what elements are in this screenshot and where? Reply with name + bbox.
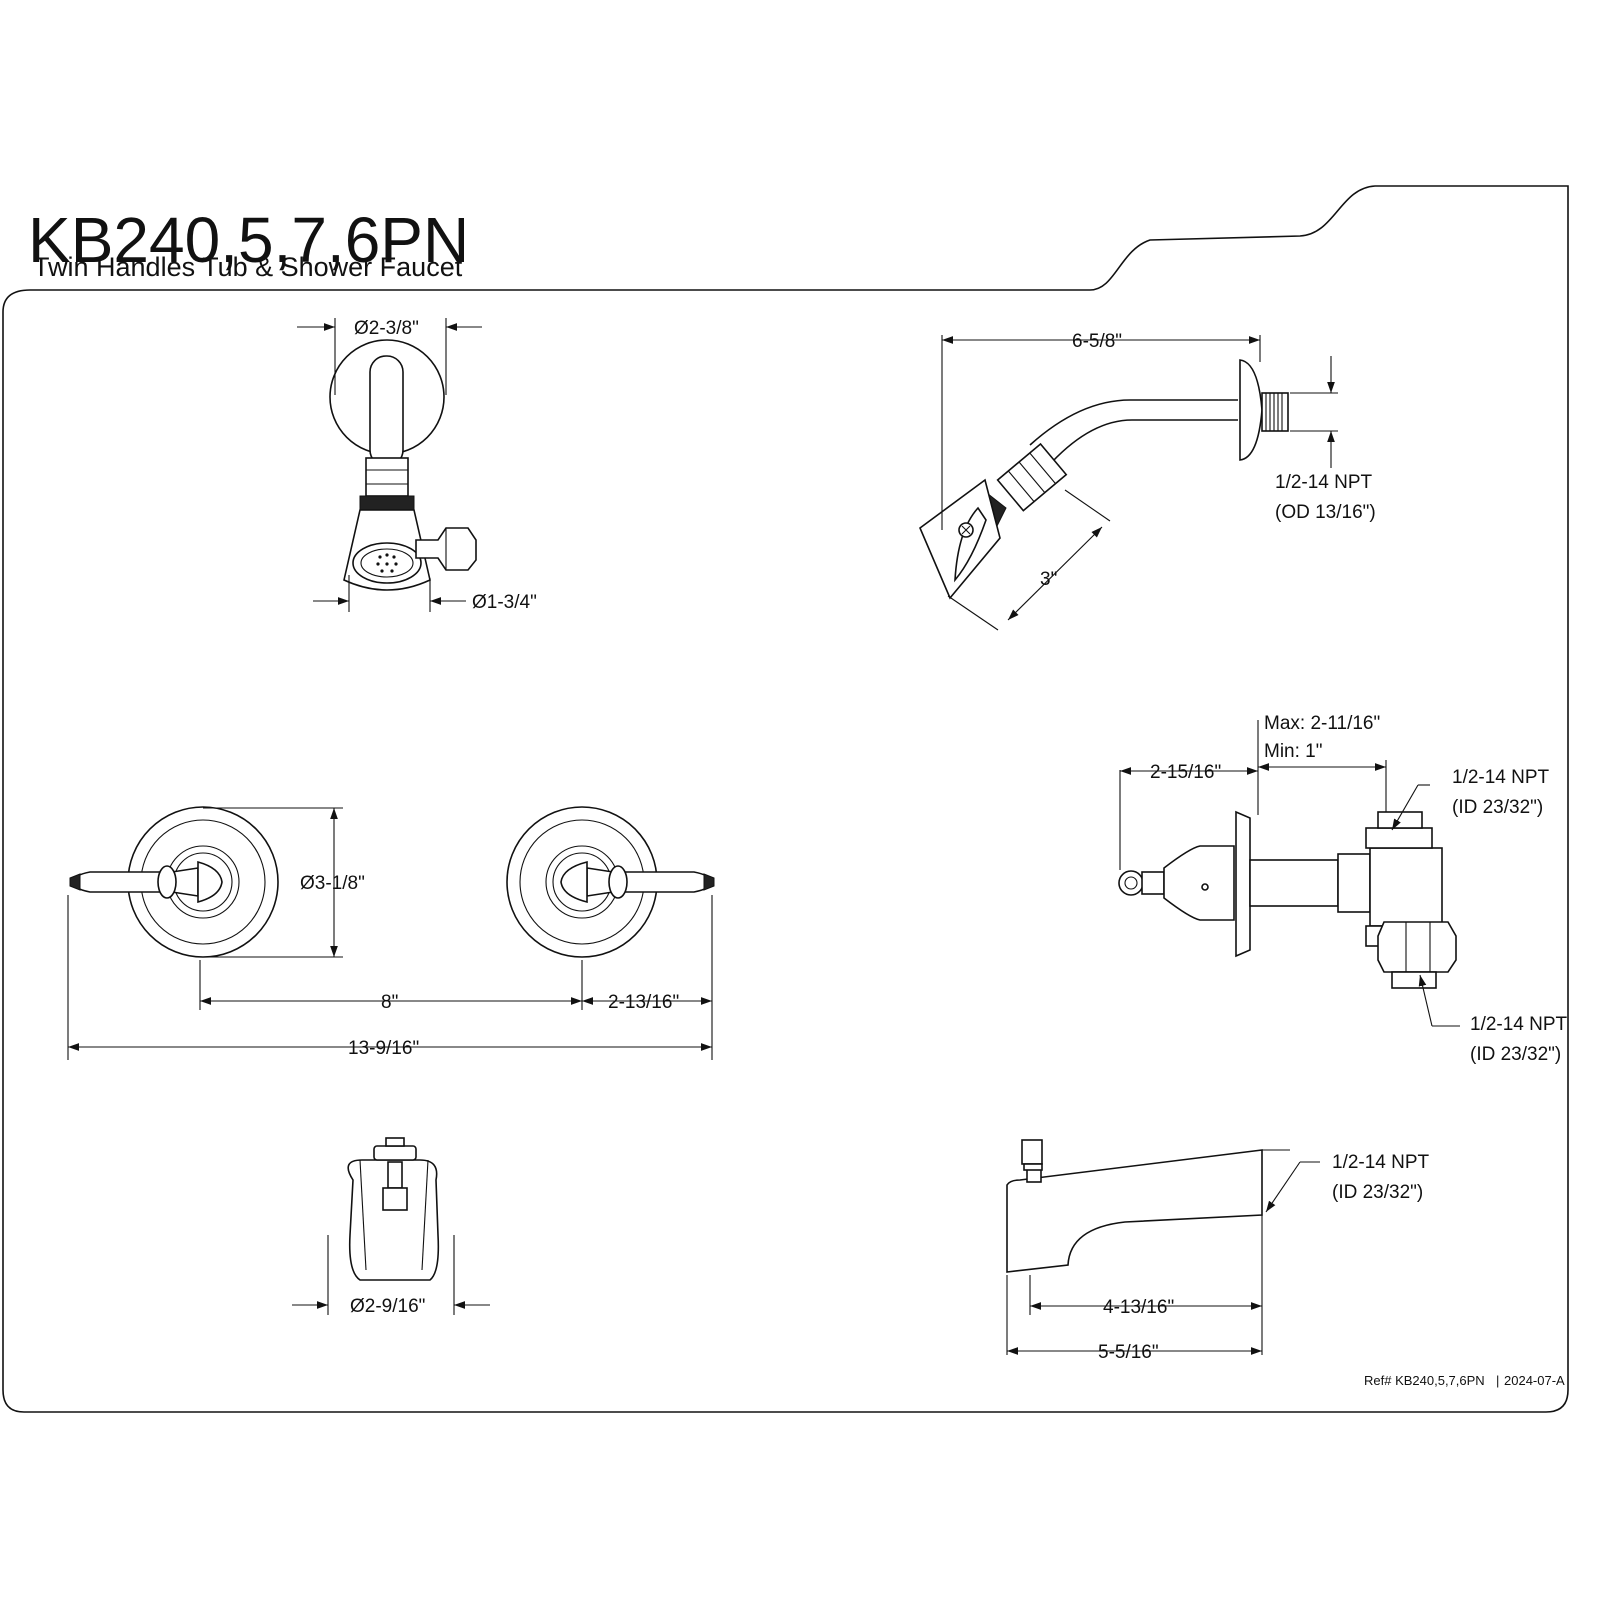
dim-spout-length: 5-5/16": [1098, 1342, 1159, 1363]
dim-valve-bottom-thread: 1/2-14 NPT: [1470, 1014, 1568, 1035]
dim-valve-max: Max: 2-11/16": [1264, 713, 1380, 734]
shower-arm-pipe: [1029, 399, 1238, 446]
model-title: KB240,5,7,6PN: [28, 204, 469, 276]
lever-left: [71, 867, 199, 897]
dim-escutcheon-diameter: Ø3-1/8": [300, 873, 365, 894]
arm-flange: [1239, 359, 1263, 461]
dim-overall-width: 13-9/16": [348, 1038, 419, 1059]
valve-stem: [1249, 859, 1339, 907]
dim-spout-inner-length: 4-13/16": [1103, 1297, 1174, 1318]
shower-arm-side-view: [919, 359, 1289, 600]
dim-head-diameter: Ø1-3/4": [472, 592, 537, 613]
dim-spout-thread: 1/2-14 NPT: [1332, 1152, 1430, 1173]
dim-spout-thread-id: (ID 23/32"): [1332, 1182, 1423, 1203]
spout-side-view: [1006, 1139, 1263, 1273]
model-subtitle: Twin Handles Tub & Shower Faucet: [33, 252, 463, 282]
showerhead-front-view: [329, 339, 477, 591]
dim-arm-drop: 3": [1040, 569, 1057, 590]
valve-bonnet: [1337, 853, 1371, 913]
footer-ref: Ref# KB240,5,7,6PN: [1364, 1373, 1485, 1388]
valve-escutcheon: [1235, 810, 1251, 958]
shower-spray-holes: [376, 553, 398, 573]
valve-hex-port: [1377, 921, 1457, 973]
dim-handle-reach: 2-13/16": [608, 992, 679, 1013]
valve-lever-tip: [1118, 870, 1144, 896]
dim-handle-centers: 8": [381, 992, 398, 1013]
spout-front-view: [347, 1137, 440, 1281]
dim-arm-thread: 1/2-14 NPT: [1275, 472, 1373, 493]
side-head-cone: [919, 478, 1001, 600]
dim-flange-diameter: Ø2-3/8": [354, 318, 419, 339]
valve-handle-hub: [1163, 845, 1235, 921]
footer-separator: |: [1496, 1373, 1499, 1388]
sheet-frame: [2, 185, 1569, 1413]
dim-valve-min: Min: 1": [1264, 741, 1322, 762]
handle-right: [506, 806, 715, 958]
handle-left: [69, 806, 279, 958]
diverter-knob-side: [1021, 1139, 1043, 1165]
diverter-knob-front: [373, 1145, 417, 1161]
dim-valve-top-id: (ID 23/32"): [1452, 797, 1543, 818]
valve-body: [1369, 847, 1443, 927]
dim-valve-bottom-id: (ID 23/32"): [1470, 1044, 1561, 1065]
dim-arm-thread-od: (OD 13/16"): [1275, 502, 1376, 523]
diverter-stem-front: [387, 1161, 403, 1189]
dim-arm-length: 6-5/8": [1072, 331, 1122, 352]
lever-right: [586, 867, 713, 897]
shower-nut: [365, 457, 409, 497]
footer-revision: 2024-07-A: [1504, 1373, 1565, 1388]
spout-body-front: [347, 1159, 440, 1281]
spout-body-side: [1006, 1149, 1263, 1273]
shower-arm-front: [369, 355, 404, 467]
dim-valve-top-thread: 1/2-14 NPT: [1452, 767, 1550, 788]
shower-knurl-band: [359, 495, 415, 511]
dim-valve-depth: 2-15/16": [1150, 762, 1221, 783]
dim-spout-diameter: Ø2-9/16": [350, 1296, 425, 1317]
valve-side-view: [1118, 810, 1457, 989]
